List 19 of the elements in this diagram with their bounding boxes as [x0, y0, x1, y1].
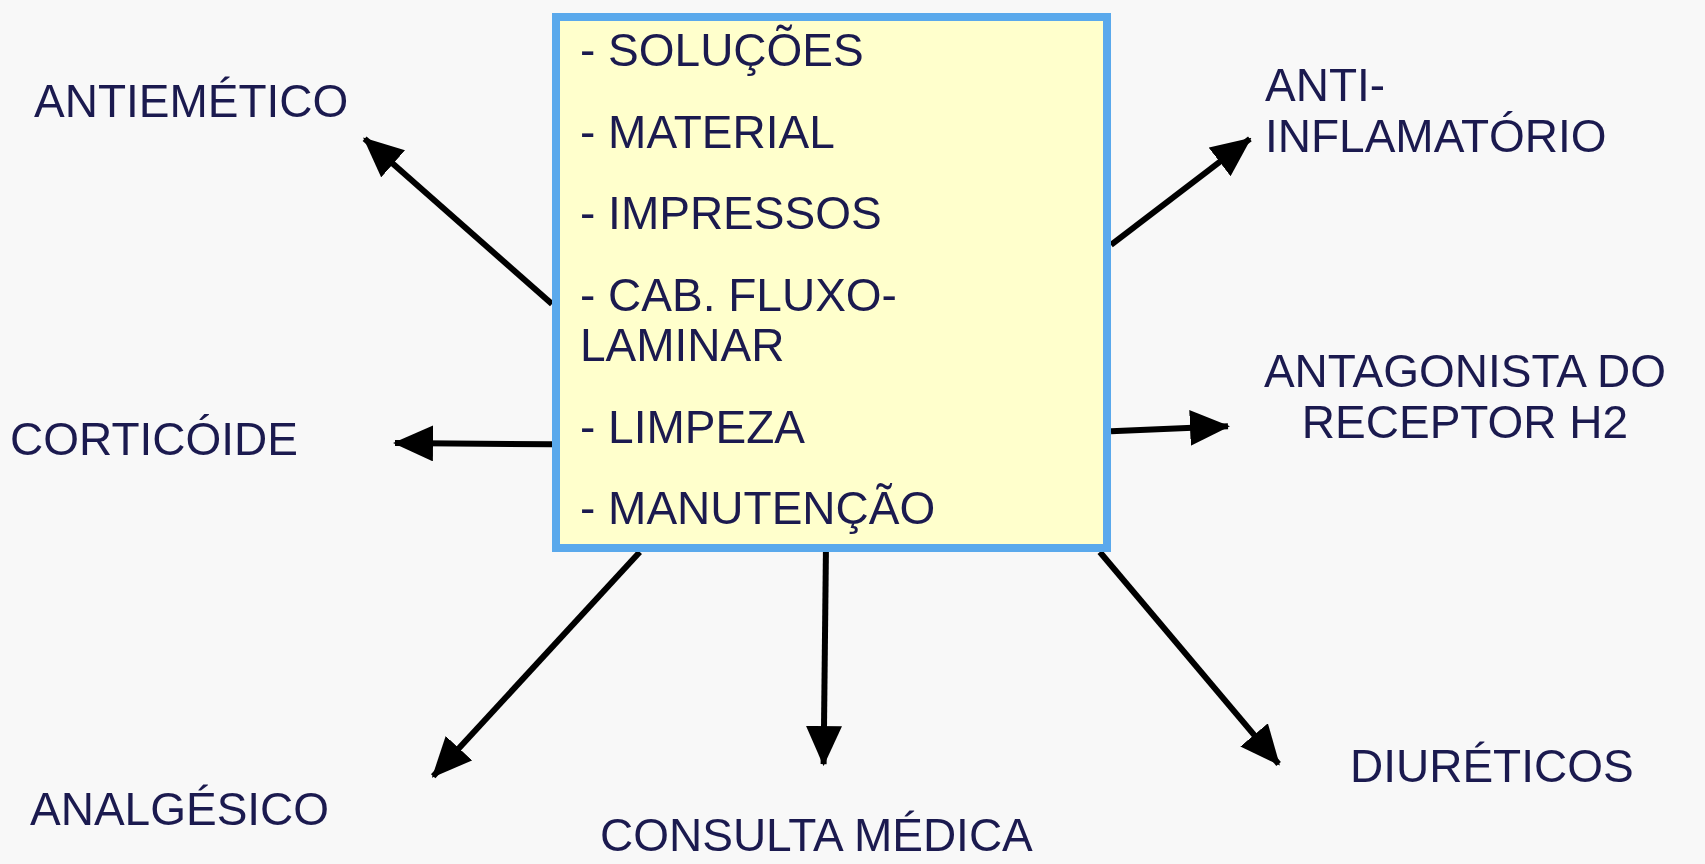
arrow — [362, 136, 554, 307]
arrow — [806, 551, 842, 767]
list-item: - SOLUÇÕES — [580, 25, 865, 76]
node-label: ANTI- INFLAMATÓRIO — [1265, 60, 1608, 162]
list-item: - LIMPEZA — [580, 401, 806, 453]
node-label: CONSULTA MÉDICA — [600, 810, 1033, 861]
item-list-box — [552, 13, 1111, 552]
arrow — [1097, 550, 1281, 766]
list-item: - MANUTENÇÃO — [580, 483, 937, 534]
list-item: - MATERIAL — [580, 106, 836, 158]
node-label: CORTICÓIDE — [10, 414, 298, 465]
node-label: ANTIEMÉTICO — [34, 76, 349, 127]
node-label: DIURÉTICOS — [1350, 741, 1634, 792]
list-item: - IMPRESSOS — [580, 188, 883, 239]
arrow — [393, 425, 553, 462]
node-label: ANTAGONISTA DO RECEPTOR H2 — [1262, 346, 1668, 448]
node-label: ANALGÉSICO — [30, 784, 330, 835]
list-item: - CAB. FLUXO- LAMINAR — [580, 269, 898, 371]
arrow — [1110, 409, 1230, 446]
